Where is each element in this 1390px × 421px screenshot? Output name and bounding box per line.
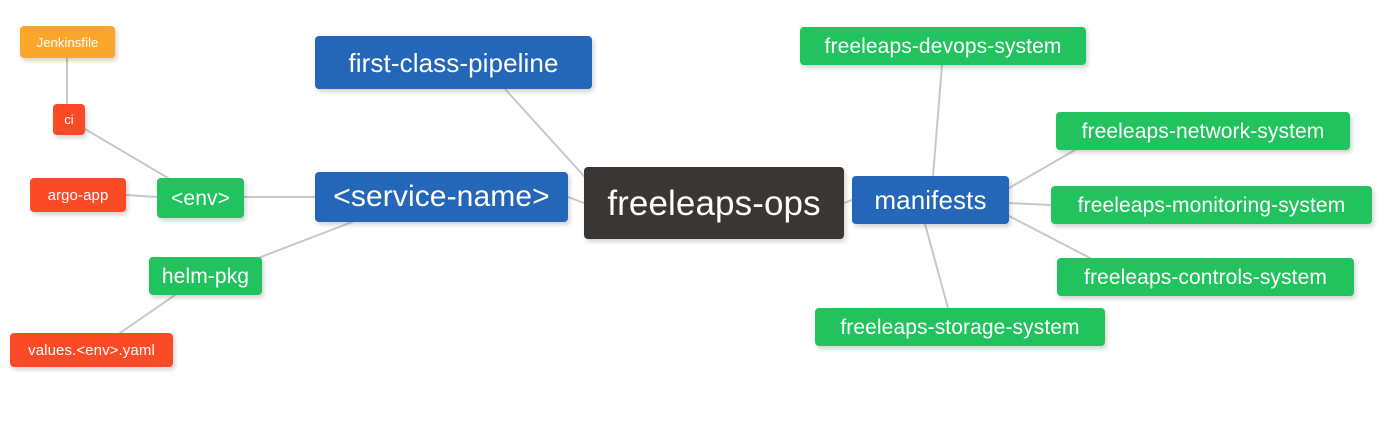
edge-freeleaps-ops-to-first-class-pipeline <box>504 88 593 186</box>
mindmap-node-service-name[interactable]: <service-name> <box>315 172 568 222</box>
mindmap-node-label: <env> <box>171 186 230 210</box>
mindmap-node-helm-pkg[interactable]: helm-pkg <box>149 257 262 295</box>
edge-manifests-to-freeleaps-storage-system <box>924 223 949 309</box>
mindmap-node-label: freeleaps-ops <box>607 183 821 223</box>
mindmap-node-label: ci <box>64 112 74 127</box>
mindmap-node-label: freeleaps-storage-system <box>840 315 1080 339</box>
mindmap-node-jenkinsfile[interactable]: Jenkinsfile <box>20 26 115 58</box>
edge-env-to-ci <box>84 128 169 179</box>
mindmap-node-freeleaps-network-system[interactable]: freeleaps-network-system <box>1056 112 1350 150</box>
mindmap-node-freeleaps-storage-system[interactable]: freeleaps-storage-system <box>815 308 1105 346</box>
mindmap-node-label: Jenkinsfile <box>36 34 99 50</box>
edge-manifests-to-freeleaps-monitoring-system <box>1008 202 1052 206</box>
mindmap-node-first-class-pipeline[interactable]: first-class-pipeline <box>315 36 592 89</box>
mindmap-node-label: first-class-pipeline <box>348 47 559 78</box>
mindmap-node-freeleaps-monitoring-system[interactable]: freeleaps-monitoring-system <box>1051 186 1372 224</box>
edge-freeleaps-ops-to-service-name <box>567 196 585 204</box>
mindmap-node-manifests[interactable]: manifests <box>852 176 1009 224</box>
mindmap-node-ci[interactable]: ci <box>53 104 85 135</box>
mindmap-node-argo-app[interactable]: argo-app <box>30 178 126 212</box>
edge-manifests-to-freeleaps-devops-system <box>932 64 943 177</box>
mindmap-node-freeleaps-controls-system[interactable]: freeleaps-controls-system <box>1057 258 1354 296</box>
mindmap-node-values-env-yaml[interactable]: values.<env>.yaml <box>10 333 173 367</box>
mindmap-node-env[interactable]: <env> <box>157 178 244 218</box>
mindmap-node-freeleaps-devops-system[interactable]: freeleaps-devops-system <box>800 27 1086 65</box>
edge-service-name-to-helm-pkg <box>247 221 353 263</box>
mindmap-node-label: helm-pkg <box>161 264 250 288</box>
mindmap-node-freeleaps-ops[interactable]: freeleaps-ops <box>584 167 844 239</box>
mindmap-node-label: freeleaps-devops-system <box>824 34 1062 58</box>
edge-helm-pkg-to-values-env-yaml <box>119 294 176 334</box>
mindmap-node-label: <service-name> <box>333 180 550 213</box>
mindmap-node-label: argo-app <box>47 186 109 204</box>
mindmap-node-label: freeleaps-network-system <box>1081 119 1325 143</box>
mindmap-node-label: values.<env>.yaml <box>28 341 155 359</box>
mindmap-node-label: freeleaps-monitoring-system <box>1077 193 1346 217</box>
mindmap-node-label: manifests <box>874 185 987 215</box>
edge-env-to-argo-app <box>125 194 158 198</box>
edge-manifests-to-freeleaps-network-system <box>1008 149 1076 189</box>
edge-freeleaps-ops-to-manifests <box>843 199 853 204</box>
mindmap-node-label: freeleaps-controls-system <box>1084 265 1327 289</box>
